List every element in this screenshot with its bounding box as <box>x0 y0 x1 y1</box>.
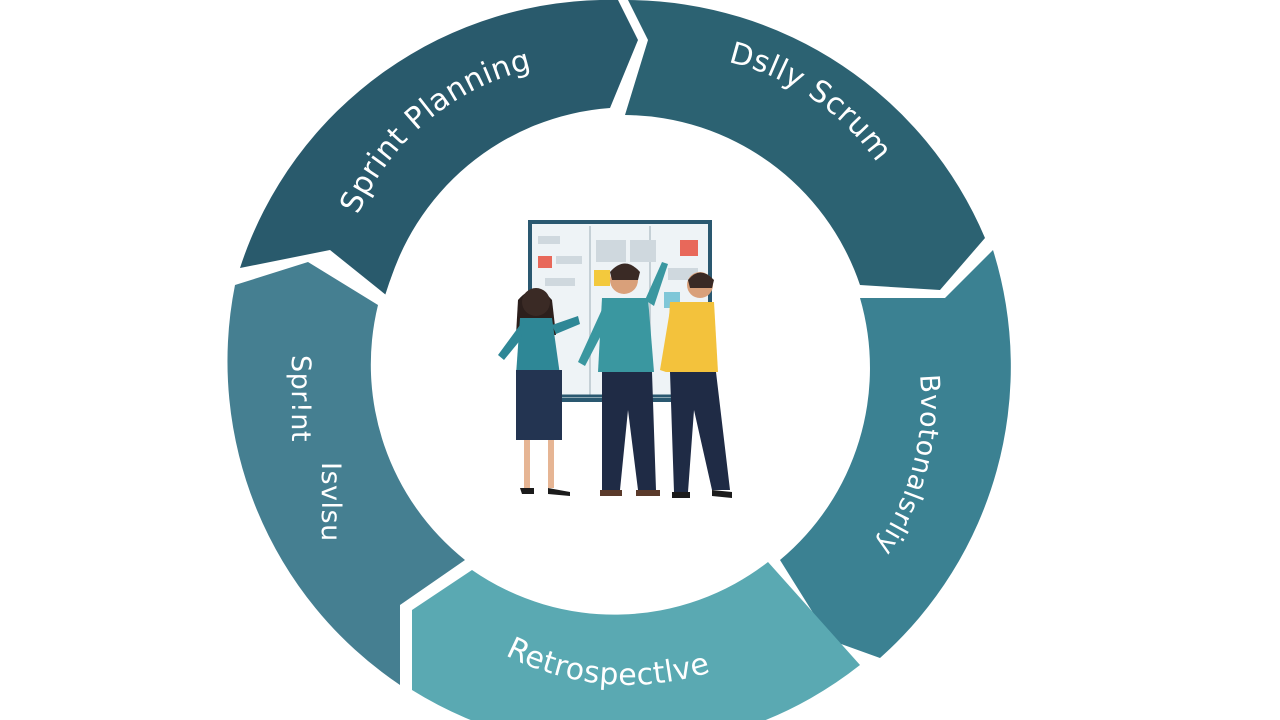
segment-sprint-planning <box>240 0 638 295</box>
label-sprint-review-2: Isvlsu <box>315 462 346 542</box>
person-man-right <box>660 272 732 498</box>
segment-review <box>780 250 1011 658</box>
segment-sprint-review <box>227 262 465 685</box>
label-sprint-review-1: Spr!nt <box>285 355 316 442</box>
segment-retrospective <box>412 562 860 720</box>
person-woman <box>498 288 580 496</box>
team-at-kanban-board-illustration <box>498 220 732 498</box>
segment-daily-scrum <box>625 0 985 290</box>
person-man-center <box>578 262 668 496</box>
